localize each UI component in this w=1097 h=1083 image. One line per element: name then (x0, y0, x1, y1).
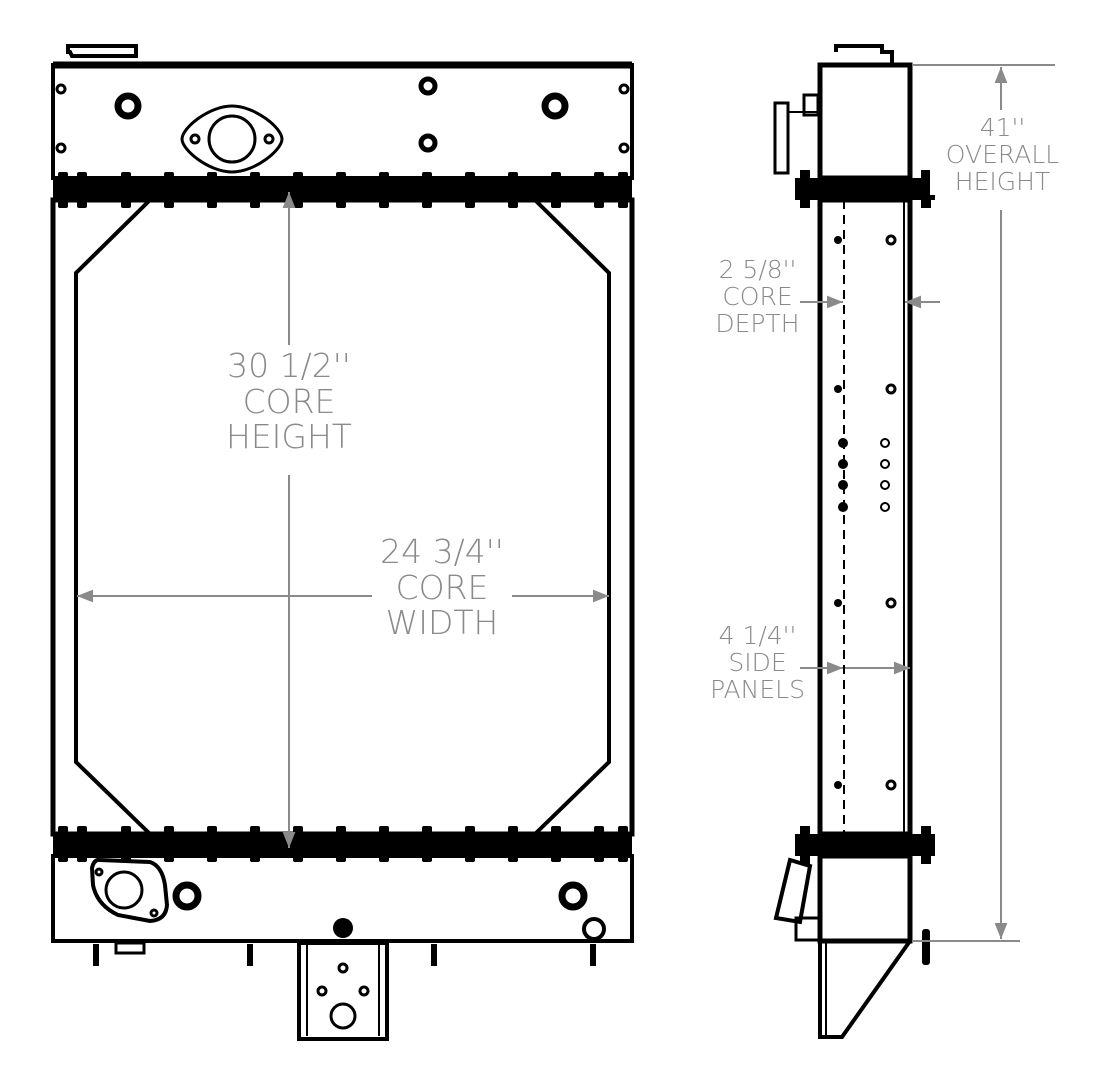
core-width-label: 24 3/4'' CORE WIDTH (372, 534, 512, 641)
core-depth-value: 2 5/8'' (718, 255, 797, 284)
overall-height-value: 41'' (979, 113, 1026, 142)
overall-height-label: 41'' OVERALL HEIGHT (930, 114, 1075, 195)
front-dimensions (77, 192, 609, 848)
side-panels-value: 4 1/4'' (718, 621, 797, 650)
side-panels-label: 4 1/4'' SIDE PANELS (700, 622, 815, 703)
header-bolts (58, 172, 628, 862)
core-height-label: 30 1/2'' CORE HEIGHT (214, 348, 364, 455)
side-view (773, 44, 935, 1039)
core-depth-label: 2 5/8'' CORE DEPTH (705, 256, 810, 337)
core-width-value: 24 3/4'' (380, 532, 504, 571)
side-dimensions (800, 64, 1055, 942)
core-height-value: 30 1/2'' (227, 346, 351, 385)
front-view (50, 44, 635, 1041)
